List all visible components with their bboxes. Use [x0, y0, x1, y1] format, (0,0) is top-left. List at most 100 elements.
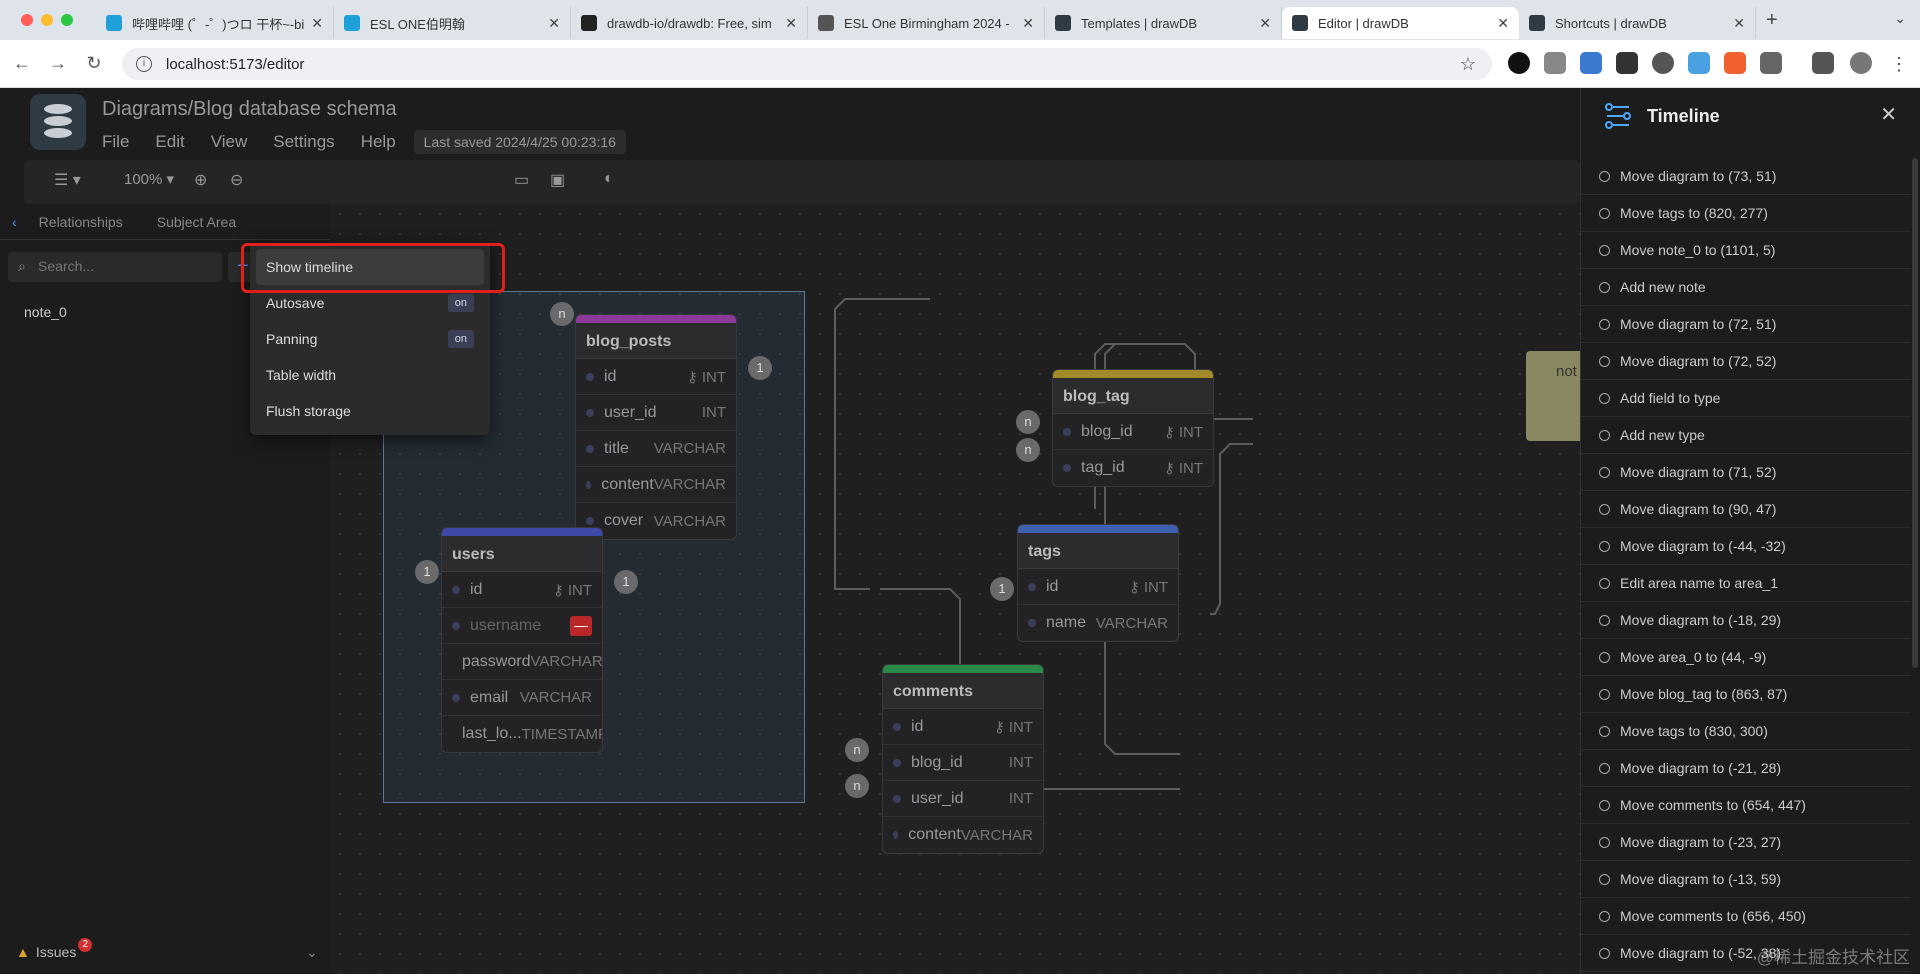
browser-tab[interactable]: drawdb-io/drawdb: Free, sim✕ [571, 7, 808, 39]
timeline-item[interactable]: Move diagram to (-21, 28) [1581, 750, 1911, 787]
timeline-item[interactable]: Move diagram to (-18, 29) [1581, 602, 1911, 639]
timeline-item[interactable]: Move tags to (830, 300) [1581, 713, 1911, 750]
timeline-item[interactable]: Add field to type [1581, 380, 1911, 417]
tabs-prev-chevron-icon[interactable]: ‹ [12, 213, 17, 230]
menu-view[interactable]: View [210, 132, 248, 151]
reload-button[interactable]: ↻ [86, 53, 102, 73]
tab-subject-area[interactable]: Subject Area [156, 213, 237, 230]
timeline-item[interactable]: Move diagram to (72, 51) [1581, 306, 1911, 343]
reading-list-icon[interactable] [1812, 52, 1834, 74]
table-name[interactable]: tags [1018, 533, 1178, 569]
browser-tab[interactable]: Templates | drawDB✕ [1045, 7, 1282, 39]
browser-tab[interactable]: Editor | drawDB✕ [1282, 7, 1519, 39]
tab-search-icon[interactable]: ⌄ [1894, 10, 1906, 26]
field-handle[interactable] [893, 831, 899, 839]
table-field-row[interactable]: id⚷INT [442, 572, 602, 608]
table-field-row[interactable]: blog_id⚷INT [1053, 414, 1213, 450]
browser-tab[interactable]: 哔哩哔哩 (゜-゜)つロ 干杯~-bi✕ [96, 7, 334, 39]
field-handle[interactable] [586, 480, 592, 489]
table-name[interactable]: users [442, 536, 602, 572]
sticky-note[interactable]: not [1526, 351, 1580, 441]
timeline-item[interactable]: Move diagram to (-23, 27) [1581, 824, 1911, 861]
table-field-row[interactable]: id⚷INT [883, 709, 1043, 745]
extension-icon[interactable] [1724, 52, 1746, 74]
sidebar-item-note[interactable]: note_0 [24, 304, 67, 320]
browser-tab[interactable]: Shortcuts | drawDB✕ [1519, 7, 1756, 39]
extension-icon[interactable] [1616, 52, 1638, 74]
extension-icon[interactable] [1652, 52, 1674, 74]
timeline-item[interactable]: Move tags to (820, 277) [1581, 195, 1911, 232]
url-field[interactable]: i localhost:5173/editor ☆ [122, 48, 1492, 80]
minimize-window-button[interactable] [41, 14, 53, 26]
back-button[interactable]: ← [13, 53, 31, 73]
browser-menu-icon[interactable]: ⋮ [1890, 54, 1908, 74]
close-tab-icon[interactable]: ✕ [1733, 14, 1745, 31]
timeline-scrollbar[interactable] [1912, 158, 1918, 668]
zoom-select[interactable]: 100% ▾ [124, 171, 175, 188]
extension-icon[interactable] [1544, 52, 1566, 74]
chevron-down-icon[interactable]: ⌄ [306, 944, 318, 960]
close-tab-icon[interactable]: ✕ [1022, 14, 1034, 31]
todo-icon[interactable]: ▣ [550, 172, 566, 189]
drawdb-logo-icon[interactable] [30, 94, 86, 150]
table-field-row[interactable]: username— [442, 608, 602, 644]
save-icon[interactable]: ▭ [514, 172, 530, 189]
browser-tab[interactable]: ESL ONE伯明翰✕ [334, 7, 571, 39]
timeline-item[interactable]: Move diagram to (90, 47) [1581, 491, 1911, 528]
extension-icon[interactable] [1580, 52, 1602, 74]
table-field-row[interactable]: last_lo...TIMESTAMP [442, 716, 602, 752]
field-handle[interactable] [1063, 427, 1071, 436]
close-tab-icon[interactable]: ✕ [548, 14, 560, 31]
menu-edit[interactable]: Edit [155, 132, 185, 151]
timeline-item[interactable]: Edit area name to area_1 [1581, 565, 1911, 602]
field-handle[interactable] [893, 722, 901, 731]
forward-button[interactable]: → [49, 53, 67, 73]
menu-settings[interactable]: Settings [273, 132, 335, 151]
timeline-item[interactable]: Move comments to (654, 447) [1581, 787, 1911, 824]
table-field-row[interactable]: tag_id⚷INT [1053, 450, 1213, 486]
field-handle[interactable] [452, 693, 460, 702]
zoom-in-icon[interactable]: ⊕ [194, 172, 208, 189]
table-field-row[interactable]: id⚷INT [1018, 569, 1178, 605]
profile-avatar[interactable] [1850, 52, 1872, 74]
timeline-item[interactable]: Move diagram to (71, 52) [1581, 454, 1911, 491]
field-handle[interactable] [586, 444, 594, 453]
menu-item-flush-storage[interactable]: Flush storage [250, 393, 490, 429]
timeline-item[interactable]: Move diagram to (72, 52) [1581, 343, 1911, 380]
field-handle[interactable] [452, 621, 460, 630]
bookmark-star-icon[interactable]: ☆ [1459, 53, 1476, 74]
timeline-item[interactable]: Move note_0 to (1101, 5) [1581, 232, 1911, 269]
timeline-item[interactable]: Move area_0 to (44, -9) [1581, 639, 1911, 676]
extensions-puzzle-icon[interactable] [1760, 52, 1782, 74]
field-handle[interactable] [893, 758, 901, 767]
timeline-item[interactable]: Add new note [1581, 269, 1911, 306]
maximize-window-button[interactable] [61, 14, 73, 26]
field-handle[interactable] [1028, 619, 1036, 627]
layout-menu-icon[interactable]: ☰ ▾ [54, 172, 81, 189]
field-handle[interactable] [1063, 464, 1071, 472]
field-handle[interactable] [586, 408, 594, 417]
timeline-item[interactable]: Move blog_tag to (863, 87) [1581, 676, 1911, 713]
close-tab-icon[interactable]: ✕ [311, 14, 323, 31]
menu-file[interactable]: File [102, 132, 130, 151]
diagram-canvas[interactable]: area_1 not blog_postsid⚷INTuser_idINTtit… [330, 204, 1580, 974]
timeline-item[interactable]: Move diagram to (-52, 38) [1581, 935, 1911, 972]
menu-item-show-timeline[interactable]: Show timeline [256, 249, 484, 285]
close-tab-icon[interactable]: ✕ [785, 14, 797, 31]
new-tab-button[interactable]: + [1766, 8, 1778, 31]
close-tab-icon[interactable]: ✕ [1497, 14, 1509, 31]
close-window-button[interactable] [21, 14, 33, 26]
timeline-item[interactable]: Move diagram to (-13, 59) [1581, 861, 1911, 898]
